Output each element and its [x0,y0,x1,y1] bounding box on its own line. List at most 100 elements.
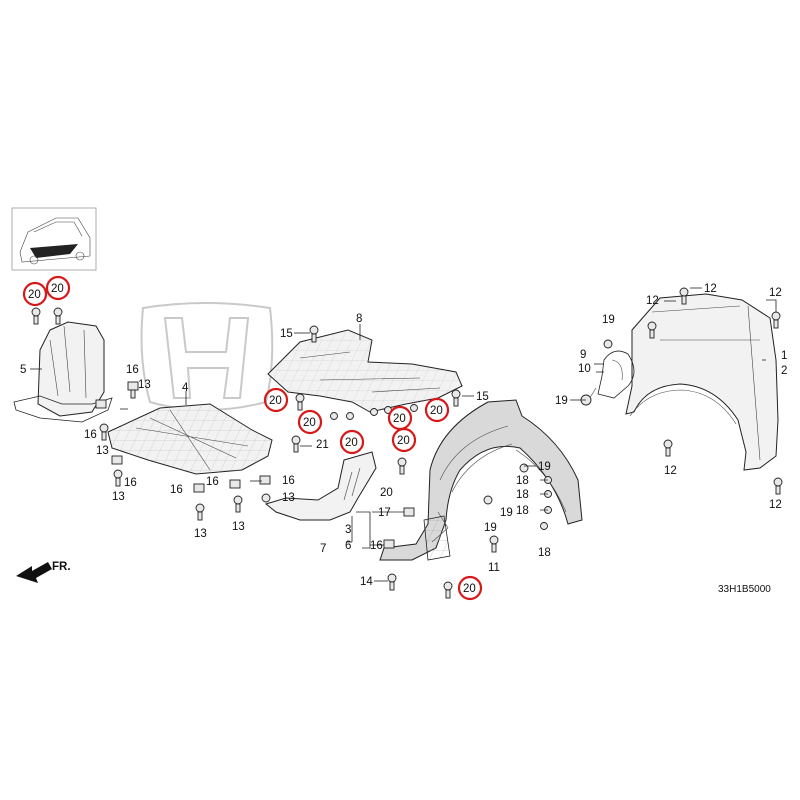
label-3: 3 [345,524,351,536]
label-10: 10 [578,363,591,375]
clip-icon [519,463,529,473]
leader-lines [30,287,777,582]
svg-text:20: 20 [397,435,410,447]
label-16a: 16 [126,364,139,376]
bolt-icon [387,573,397,591]
bolt-icon [31,307,41,325]
label-7: 7 [320,543,326,555]
label-16d: 16 [170,484,183,496]
drawing-code: 33H1B5000 [718,584,771,595]
label-8: 8 [356,313,362,325]
label-13f: 13 [282,492,295,504]
label-13d: 13 [194,528,207,540]
vehicle-locator-thumbnail [11,207,97,271]
callout-20-h[interactable]: 20 [424,397,450,423]
part-8-middle-cover[interactable] [267,329,463,413]
label-12c: 12 [769,287,782,299]
clip-icon [483,495,493,505]
bolt-icon [771,311,781,329]
label-4: 4 [182,382,189,394]
callout-20-a[interactable]: 20 [22,281,48,307]
label-5: 5 [20,364,26,376]
label-13a: 13 [138,379,151,391]
clip-icon [229,479,241,489]
part-1-front-fender[interactable] [625,293,779,471]
clip-icon [193,483,205,493]
label-13e: 13 [232,521,245,533]
label-18c: 18 [516,505,529,517]
callout-20-d[interactable]: 20 [297,409,323,435]
part-4-under-cover[interactable] [107,403,273,475]
label-12b: 12 [704,283,717,295]
svg-text:20: 20 [303,417,316,429]
bolt-icon [489,535,499,553]
bolt-icon [291,435,301,453]
bolt-icon [195,503,205,521]
label-13c: 13 [112,491,125,503]
label-6: 6 [345,540,351,552]
bolt-icon [443,581,453,599]
bolt-icon [370,408,378,416]
clip-icon [111,455,123,465]
label-12a: 12 [646,295,659,307]
bolt-icon [647,321,657,339]
highlighted-callouts: 20 20 20 20 20 20 20 20 20 [22,275,483,601]
bolt-icon [233,495,243,513]
clip-icon [403,507,415,517]
callout-20-g[interactable]: 20 [391,427,417,453]
svg-text:20: 20 [430,405,443,417]
label-16b: 16 [84,429,97,441]
bolt-icon [295,393,305,411]
label-17: 17 [378,507,391,519]
svg-text:20: 20 [28,289,41,301]
clip-icon [95,399,107,409]
bolt-icon [397,457,407,475]
label-21: 21 [316,439,329,451]
bolt-icon [679,287,689,305]
part-3-fender-liner[interactable] [379,399,583,561]
callout-20-b[interactable]: 20 [45,275,71,301]
bolt-icon [330,412,338,420]
label-18d: 18 [538,547,551,559]
direction-label: FR. [52,561,71,573]
label-19e: 19 [602,314,615,326]
bolt-icon [663,439,673,457]
part-5-splash-shield[interactable] [13,321,113,423]
svg-text:20: 20 [51,283,64,295]
callout-20-c[interactable]: 20 [263,387,289,413]
label-13b: 13 [96,445,109,457]
label-12d: 12 [664,465,677,477]
label-16e: 16 [206,476,219,488]
front-direction-arrow: FR. [16,561,71,583]
svg-text:20: 20 [393,413,406,425]
label-16f: 16 [282,475,295,487]
bolt-icon [99,423,109,441]
part-labels: 1 2 3 4 5 6 7 8 9 10 11 12 12 12 12 12 1… [20,283,787,588]
label-18a: 18 [516,475,529,487]
bolt-icon [773,477,783,495]
callout-20-e[interactable]: 20 [339,429,365,455]
clip-icon [127,381,139,399]
callout-20-f[interactable]: 20 [387,405,413,431]
part-9-harness-bracket[interactable] [585,339,635,405]
bolt-icon [113,469,123,487]
bolt-icon [410,404,418,412]
label-9: 9 [580,349,586,361]
clip-icon [259,475,271,485]
label-18b: 18 [516,489,529,501]
label-19c: 19 [484,522,497,534]
label-1: 1 [781,350,787,362]
svg-text:20: 20 [269,395,282,407]
label-19d: 19 [555,395,568,407]
label-16c: 16 [124,477,137,489]
label-19a: 19 [538,461,551,473]
callout-20-i[interactable]: 20 [457,575,483,601]
label-14: 14 [360,576,373,588]
clip-icon [383,539,395,549]
label-20-plain: 20 [380,487,393,499]
label-11: 11 [488,562,500,574]
part-7-side-panel[interactable] [264,451,377,521]
bolt-icon [309,325,319,343]
